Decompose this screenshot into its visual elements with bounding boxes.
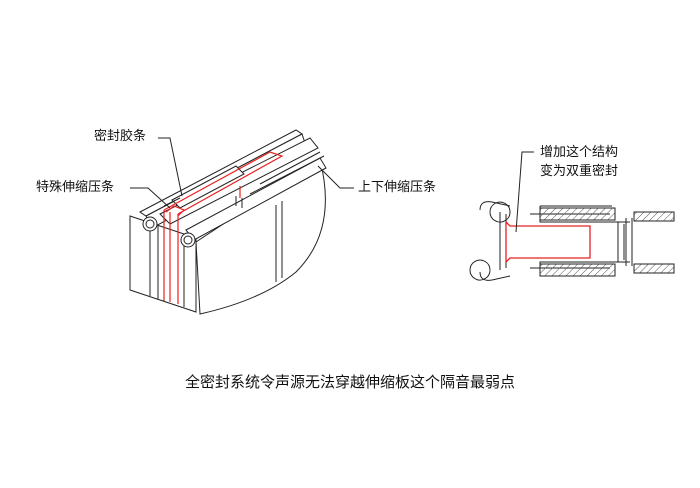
iso-leaders [130,137,354,209]
label-special-strip: 特殊伸缩压条 [36,180,115,195]
iso-seal-highlight [163,151,284,304]
label-seal-strip: 密封胶条 [94,129,147,144]
section-hatch [539,207,675,277]
label-updown-strip: 上下伸缩压条 [358,180,437,195]
label-note-line2: 变为双重密封 [540,164,619,179]
section-leader [515,151,534,233]
section-seal-highlight [505,221,591,263]
iso-outline [129,129,327,315]
caption: 全密封系统令声源无法穿越伸缩板这个隔音最弱点 [184,373,515,391]
label-note-line1: 增加这个结构 [540,145,619,160]
